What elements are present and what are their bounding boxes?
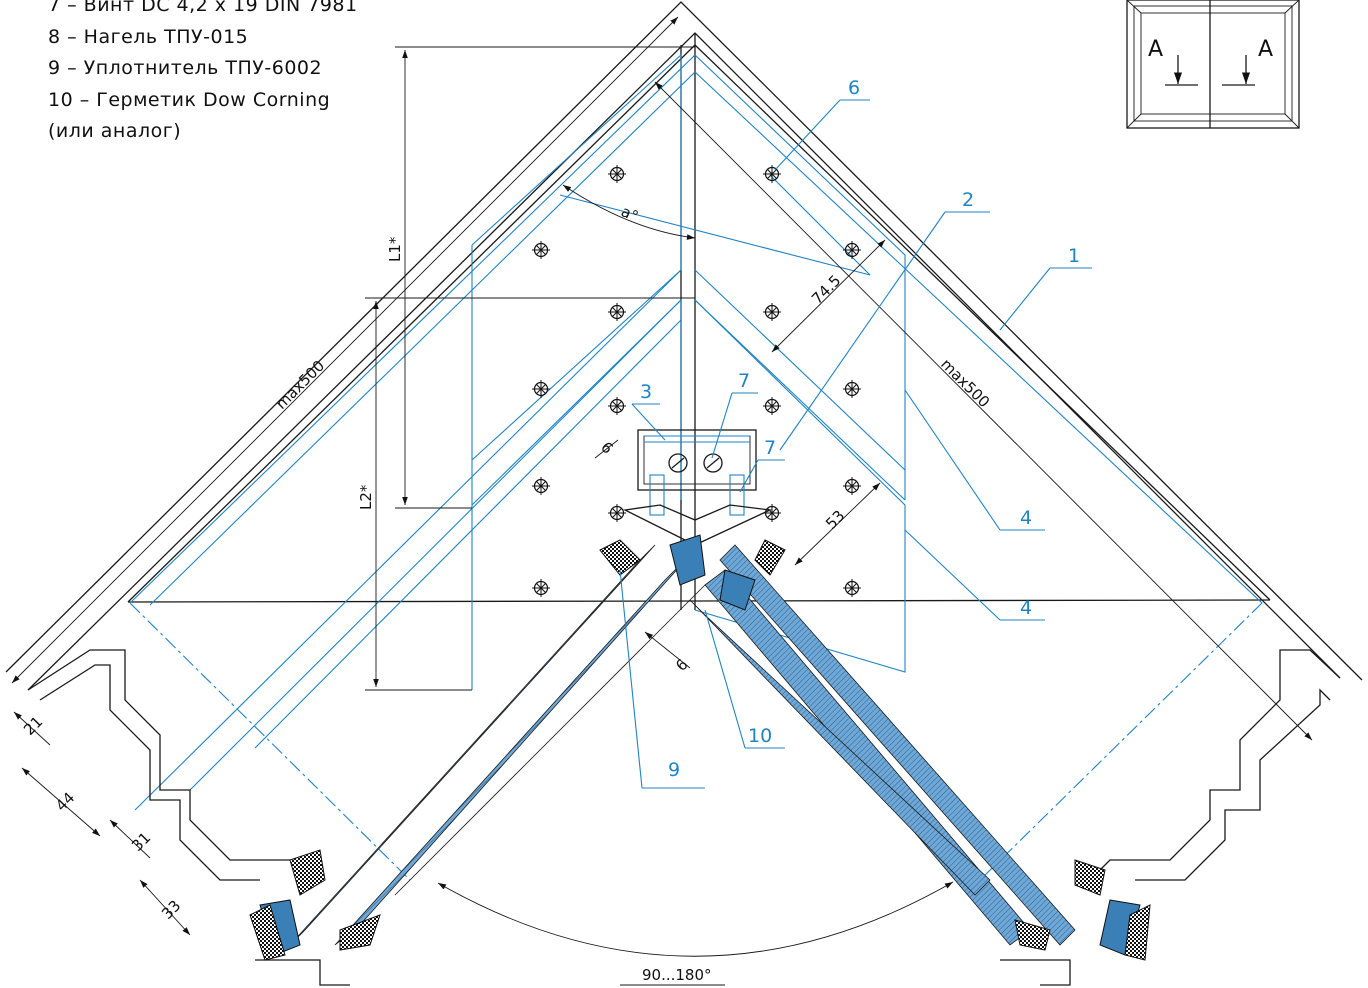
dim-angle-range: 90...180° [642, 966, 712, 984]
center-lines [129, 174, 1263, 881]
dim-33: 33 [158, 897, 184, 923]
section-label-right: А [1258, 37, 1273, 62]
dim-max-left: max500 [272, 357, 328, 413]
callout-1: 1 [1068, 245, 1080, 267]
section-label-left: А [1148, 37, 1163, 62]
dim-l1: L1* [386, 236, 404, 262]
dim-31: 31 [128, 829, 154, 855]
callout-6: 6 [848, 77, 860, 99]
dim-21: 21 [20, 713, 46, 739]
dim-max-right: max500 [937, 355, 993, 411]
dim-6-bottom: 6 [672, 655, 691, 674]
glass-left [289, 544, 706, 946]
legend-item-7: 7 – Винт DC 4,2 x 19 DIN 7981 [48, 0, 358, 16]
callout-3: 3 [640, 381, 652, 403]
dim-74-5: 74.5 [808, 271, 844, 307]
dim-angle-a: a° [618, 202, 641, 225]
dim-l2: L2* [357, 484, 375, 510]
callout-10: 10 [748, 725, 772, 747]
dimensions: L1* L2* max500 max500 a° 74.5 53 6 6 21 [11, 16, 1313, 986]
callout-7a: 7 [738, 370, 750, 392]
dim-44: 44 [52, 789, 78, 815]
callout-7b: 7 [764, 437, 776, 459]
dim-53: 53 [822, 507, 848, 533]
left-mullion-profile [27, 649, 350, 986]
callout-4b: 4 [1020, 597, 1032, 619]
callout-4a: 4 [1020, 507, 1032, 529]
callouts: 1 2 3 4 4 6 7 7 9 10 [619, 77, 1092, 789]
central-clamp [622, 429, 773, 546]
callout-2: 2 [962, 189, 974, 211]
callout-9: 9 [668, 759, 680, 781]
dim-6-top: 6 [597, 438, 616, 457]
section-marker: А А [1126, 0, 1300, 129]
